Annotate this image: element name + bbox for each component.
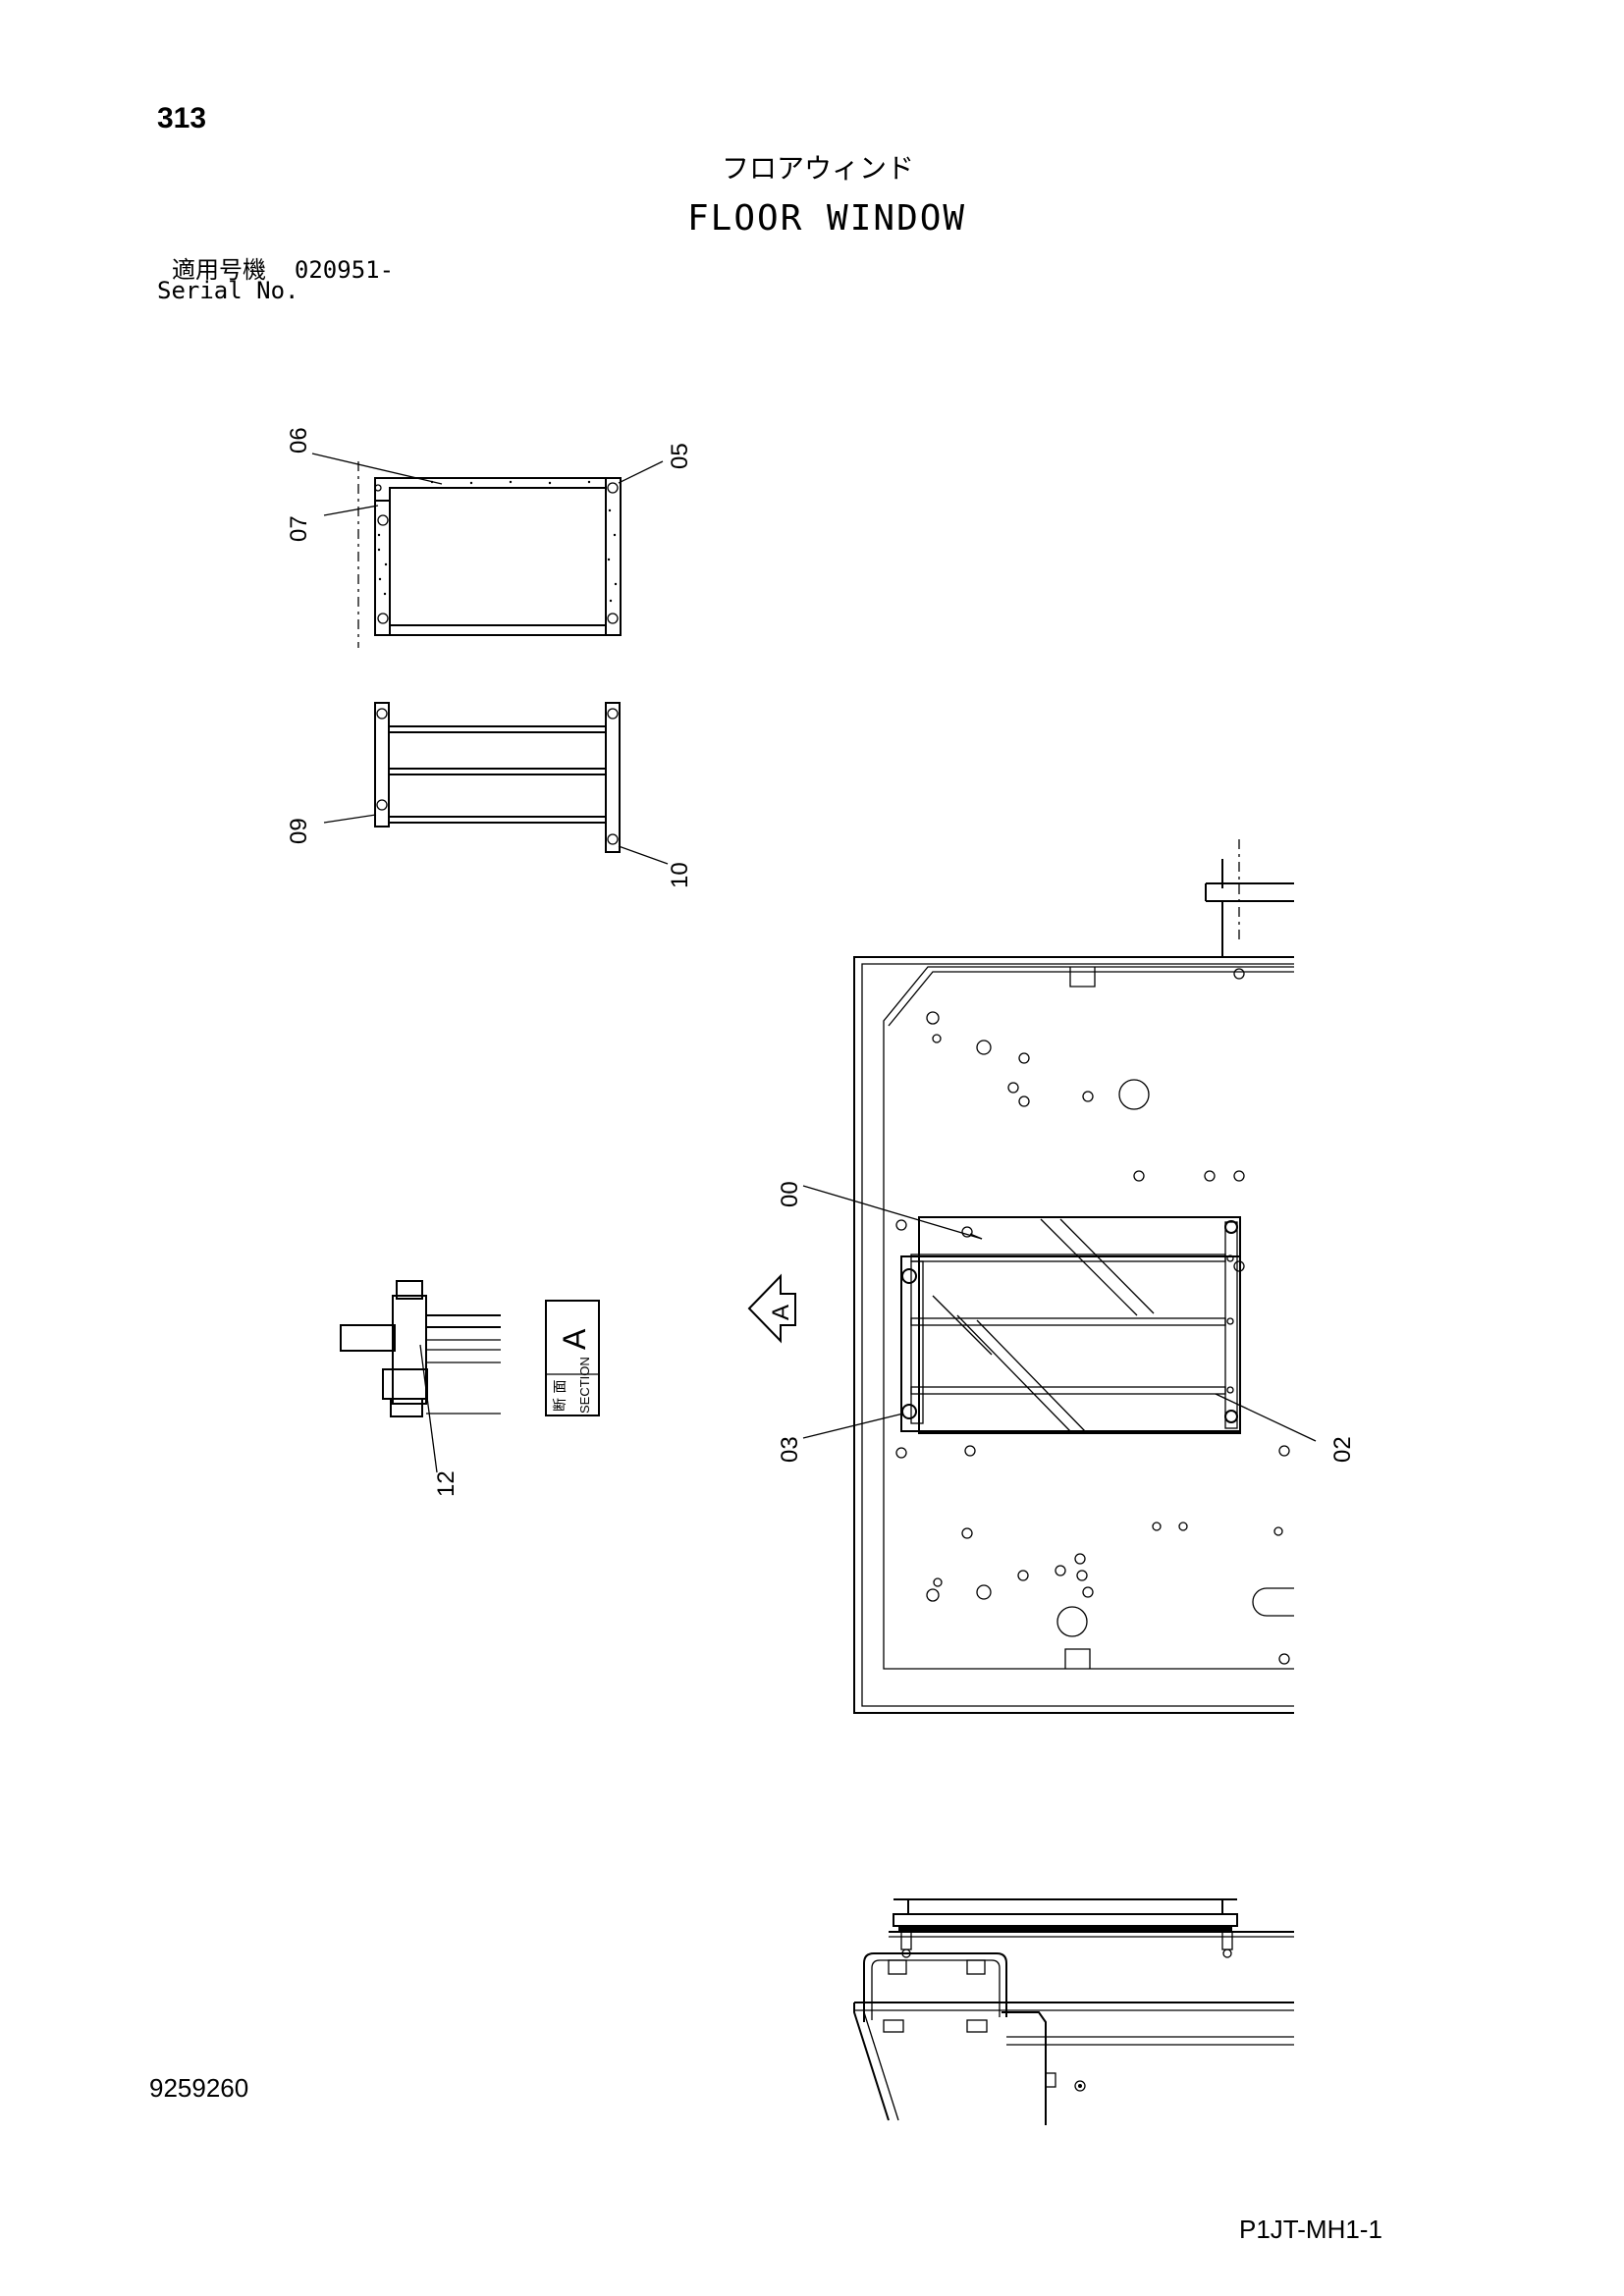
- frame-top-view: [311, 453, 664, 648]
- serial-label-jp: 適用号機: [172, 256, 266, 284]
- side-elevation-view: [853, 1898, 1294, 2125]
- callout-09: 09: [286, 818, 312, 844]
- serial-number-row: 適用号機 020951-: [172, 250, 394, 285]
- callout-12: 12: [433, 1470, 460, 1497]
- view-arrow-a: A: [747, 1273, 796, 1344]
- callout-03: 03: [777, 1436, 803, 1463]
- section-label-jp: 断 面: [553, 1380, 568, 1412]
- callout-10: 10: [667, 862, 693, 888]
- callout-05: 05: [667, 443, 693, 469]
- title-japanese: フロアウィンド: [722, 152, 915, 185]
- page-number: 313: [157, 102, 207, 134]
- view-arrow-letter: A: [768, 1305, 794, 1320]
- section-label-en: SECTION: [577, 1357, 592, 1414]
- serial-label-en: Serial No.: [157, 277, 299, 304]
- section-letter: A: [557, 1328, 592, 1350]
- callout-06: 06: [286, 427, 312, 454]
- callout-00: 00: [777, 1181, 803, 1207]
- serial-value: 020951-: [294, 256, 395, 284]
- bar-assembly-view: [323, 702, 669, 865]
- title-english: FLOOR WINDOW: [687, 198, 967, 239]
- callout-07: 07: [286, 515, 312, 542]
- section-label-box: A 断 面 SECTION: [545, 1300, 600, 1416]
- sheet-code: P1JT-MH1-1: [1239, 2215, 1382, 2244]
- callout-02: 02: [1329, 1436, 1356, 1463]
- section-a-detail: [340, 1280, 501, 1473]
- drawing-number: 9259260: [149, 2073, 249, 2103]
- floor-plate-view: [802, 839, 1317, 1714]
